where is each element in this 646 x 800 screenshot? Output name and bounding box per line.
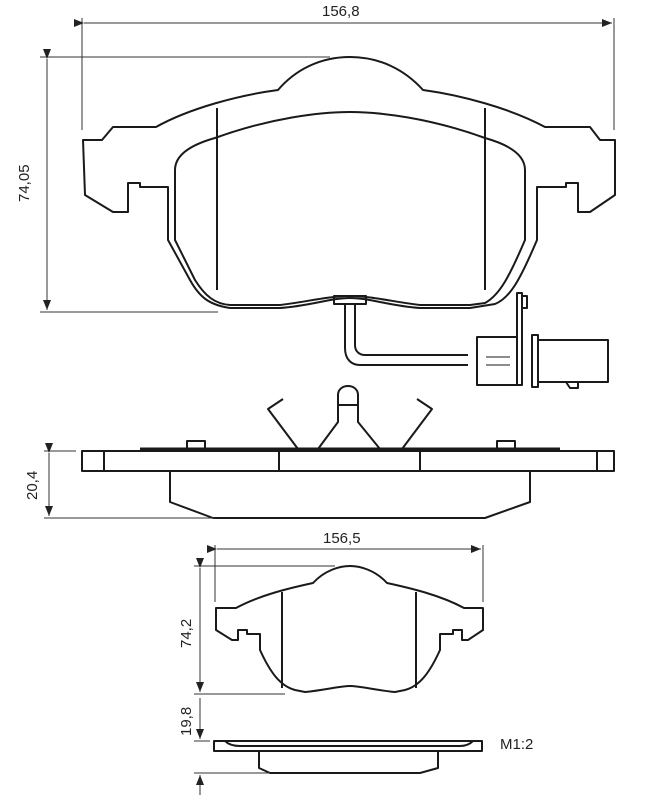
scale-label: M1:2 bbox=[500, 736, 534, 753]
dim-bottom-width-label: 156,5 bbox=[323, 530, 361, 547]
pad-2-front-view bbox=[194, 545, 484, 695]
dim-top-width-label: 156,8 bbox=[322, 3, 360, 20]
dim-bottom-thickness-label: 19,8 bbox=[178, 706, 195, 736]
pad-1-side-view bbox=[44, 385, 615, 519]
dim-bottom-height-label: 74,2 bbox=[178, 618, 195, 648]
pad-2-side-view bbox=[194, 698, 483, 795]
dim-top-thickness-label: 20,4 bbox=[24, 470, 41, 500]
dim-top-height-label: 74,05 bbox=[16, 164, 33, 202]
pad-1-front-view bbox=[40, 18, 616, 389]
